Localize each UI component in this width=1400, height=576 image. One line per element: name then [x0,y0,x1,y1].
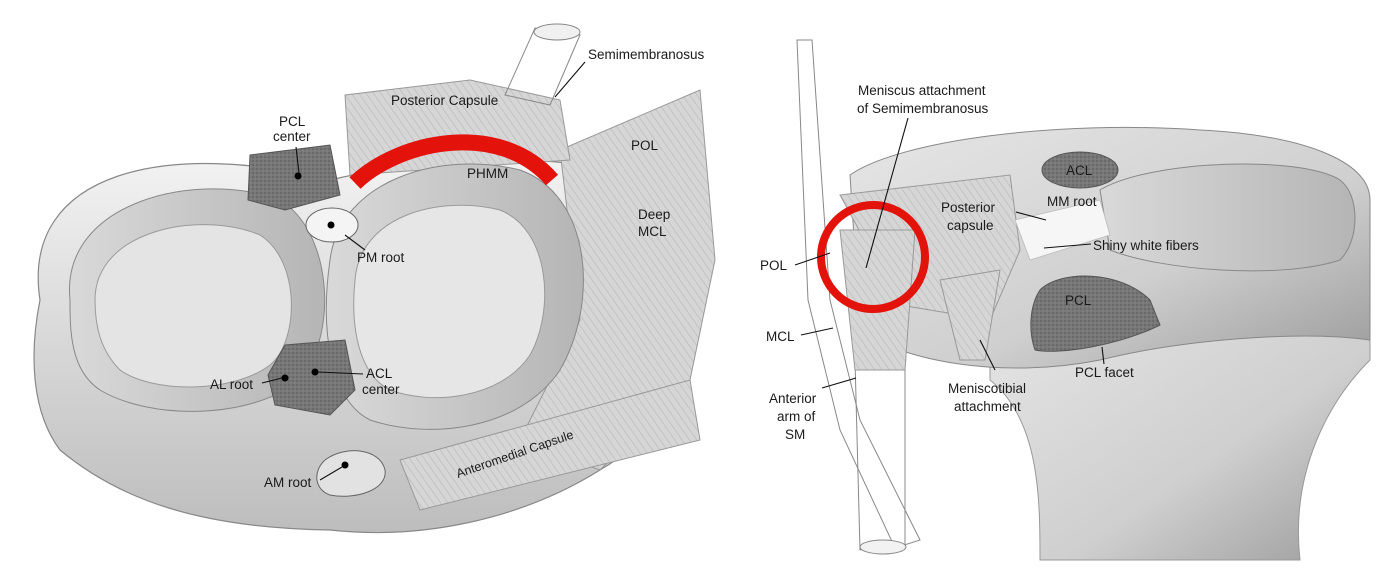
label-posterior-capsule-left: Posterior Capsule [391,93,498,108]
meniscotibial-pointer [979,339,996,371]
label-mm-root: MM root [1047,194,1097,209]
label-pcl-center-line1: PCL [279,114,306,129]
label-acl-center-line2: center [362,382,400,397]
lateral-plateau [94,224,292,388]
meniscotibial-fibers [939,269,1001,361]
am-root-dot [341,461,349,469]
al-root-pointer [261,377,283,384]
label-deep-mcl-line2: MCL [638,224,667,239]
label-posterior-capsule-right-line2: capsule [947,218,994,233]
label-pol-right: POL [760,258,788,273]
label-acl-center-line1: ACL [366,366,393,381]
pcl-center-patch [247,144,341,211]
label-phmm: PHMM [467,166,508,181]
mm-root-pointer [1015,211,1047,221]
pm-root-pointer [344,234,366,251]
am-root-pointer [319,466,343,481]
anteromedial-capsule-band [399,379,701,511]
label-pm-root: PM root [357,250,405,265]
pcl-center-dot [294,172,302,180]
label-anterior-arm-line1: Anterior [769,391,817,406]
label-meniscotibial-line2: attachment [954,399,1021,414]
meniscus-attachment-pointer [865,117,909,269]
phmm-highlight-arc [349,134,559,189]
pol-right-pointer [794,252,831,266]
anterior-arm-pointer [821,377,857,389]
label-anterior-arm-line2: arm of [777,409,816,424]
label-shiny-white-fibers: Shiny white fibers [1093,238,1199,253]
medial-plateau [353,204,546,399]
sm-fiber-fan [839,229,916,371]
pcl-facet-pointer [1101,346,1105,365]
acl-center-patch [267,339,356,416]
pol-mcl-band [796,39,921,549]
label-al-root: AL root [210,377,253,392]
label-posterior-capsule-right-line1: Posterior [941,200,996,215]
right-panel-illustration [796,39,1371,561]
semimembranosus-tendon [504,27,581,106]
label-pcl-center-line2: center [273,129,311,144]
label-anterior-arm-line3: SM [785,427,805,442]
am-root-attachment [316,450,386,497]
semimembranosus-vertical-tendon [854,359,906,551]
label-deep-mcl-line1: Deep [638,207,670,222]
label-pol-left: POL [631,138,659,153]
label-meniscus-attachment-line2: of Semimembranosus [857,101,989,116]
acl-center-pointer [317,371,364,375]
pm-root-dot [327,221,335,229]
pcl-center-pointer [295,146,300,174]
tibia-shaft [989,299,1371,561]
label-meniscus-attachment-line1: Meniscus attachment [858,83,986,98]
label-meniscotibial-line1: Meniscotibial [948,381,1026,396]
label-pcl-right: PCL [1065,293,1092,308]
acl-stump [1041,151,1119,189]
label-acl-right: ACL [1066,163,1093,178]
shiny-white-fibers [1014,199,1111,261]
medial-meniscus-rim [1099,163,1356,272]
mcl-pointer [800,327,834,336]
al-root-dot [281,374,289,382]
label-mcl: MCL [766,329,795,344]
attachment-highlight-circle [817,201,929,313]
semimembranosus-pointer [554,61,586,98]
label-semimembranosus: Semimembranosus [588,47,705,62]
pcl-facet-patch [1030,275,1161,352]
label-am-root: AM root [264,475,312,490]
shiny-fibers-pointer [1043,243,1092,249]
label-pcl-facet: PCL facet [1075,365,1134,380]
left-panel-illustration [33,23,716,534]
acl-center-dot [311,368,319,376]
